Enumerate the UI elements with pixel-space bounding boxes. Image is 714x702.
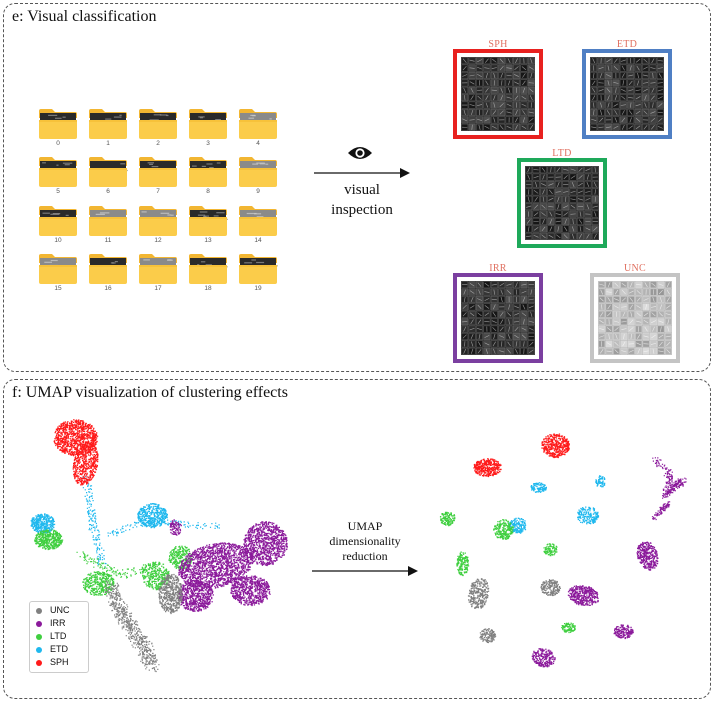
folder-icon: 17 (138, 253, 178, 297)
folder-label: 6 (106, 188, 110, 195)
class-box-sph: SPH (453, 39, 543, 139)
folder-icon: 3 (188, 108, 228, 152)
legend-dot-unc (36, 608, 42, 614)
legend-label-ltd: LTD (50, 631, 67, 641)
folder-label: 9 (256, 188, 260, 195)
legend-item-unc: UNC (36, 605, 86, 617)
umap-scatter-reduced (439, 433, 687, 668)
umap-label-1: UMAP (347, 519, 383, 533)
folder-label: 12 (154, 237, 162, 244)
folder-label: 7 (156, 188, 160, 195)
class-label-unc: UNC (623, 263, 646, 274)
umap-arrow (312, 566, 418, 576)
legend-dot-etd (36, 647, 42, 653)
legend-dot-ltd (36, 634, 42, 640)
folder-label: 17 (154, 285, 162, 292)
legend-dot-sph (36, 660, 42, 666)
folder-label: 2 (156, 140, 160, 147)
folder-icon: 0 (38, 108, 78, 152)
folder-icon: 15 (38, 253, 78, 297)
panel-visual-classification: e: Visual classification (3, 3, 711, 372)
folder-label: 3 (206, 140, 210, 147)
patch-grid-unc (598, 281, 672, 355)
folder-icon: 7 (138, 156, 178, 200)
folder-icon: 8 (188, 156, 228, 200)
folder-label: 5 (56, 188, 60, 195)
patch-grid-ltd (525, 166, 599, 240)
folder-icon: 5 (38, 156, 78, 200)
folder-icon: 12 (138, 205, 178, 249)
umap-legend: UNC IRR LTD ETD SPH (29, 601, 89, 673)
legend-dot-irr (36, 621, 42, 627)
folder-icon: 6 (88, 156, 128, 200)
class-label-irr: IRR (489, 263, 507, 274)
folder-label: 1 (106, 140, 110, 147)
eye-icon (348, 147, 372, 159)
legend-item-irr: IRR (36, 618, 86, 630)
folder-label: 13 (204, 237, 212, 244)
panel-umap-visualization: f: UMAP visualization of clustering effe… (3, 379, 711, 699)
folder-icon: 14 (238, 205, 278, 249)
folder-icon: 11 (88, 205, 128, 249)
class-label-sph: SPH (488, 39, 508, 50)
folder-icon: 16 (88, 253, 128, 297)
folder-label: 11 (104, 237, 112, 244)
class-box-etd: ETD (582, 39, 672, 139)
patch-grid-etd (590, 57, 664, 131)
folder-label: 18 (204, 285, 212, 292)
folder-icon: 4 (238, 108, 278, 152)
folder-label: 16 (104, 285, 112, 292)
patch-grid-irr (461, 281, 535, 355)
folder-label: 14 (254, 237, 262, 244)
folder-label: 19 (254, 285, 262, 292)
class-box-unc: UNC (590, 263, 680, 363)
legend-item-etd: ETD (36, 644, 86, 656)
folder-label: 8 (206, 188, 210, 195)
legend-label-irr: IRR (50, 618, 66, 628)
folder-icon: 1 (88, 108, 128, 152)
folder-label: 0 (56, 140, 60, 147)
folder-icon: 13 (188, 205, 228, 249)
legend-label-etd: ETD (50, 644, 68, 654)
arrow-label-visual: visual (344, 182, 380, 198)
patch-grid-sph (461, 57, 535, 131)
class-label-etd: ETD (616, 39, 638, 50)
arrow-label-inspection: inspection (331, 202, 393, 218)
umap-scatter-original (30, 419, 288, 673)
folder-icon: 9 (238, 156, 278, 200)
folder-label: 15 (54, 285, 62, 292)
legend-label-sph: SPH (50, 657, 69, 667)
folder-icon: 2 (138, 108, 178, 152)
folder-label: 10 (54, 237, 62, 244)
panel-f-title: f: UMAP visualization of clustering effe… (12, 384, 288, 401)
legend-item-ltd: LTD (36, 631, 86, 643)
panel-e-title: e: Visual classification (12, 8, 157, 25)
class-box-ltd: LTD (517, 148, 607, 248)
legend-label-unc: UNC (50, 605, 70, 615)
class-label-ltd: LTD (552, 148, 572, 159)
folder-icon: 18 (188, 253, 228, 297)
folder-icon: 19 (238, 253, 278, 297)
legend-item-sph: SPH (36, 657, 86, 669)
umap-label-2: dimensionality (329, 534, 401, 548)
umap-label-3: reduction (342, 549, 388, 563)
folder-label: 4 (256, 140, 260, 147)
inspection-arrow (314, 168, 410, 178)
class-box-irr: IRR (453, 263, 543, 363)
folder-icon: 10 (38, 205, 78, 249)
